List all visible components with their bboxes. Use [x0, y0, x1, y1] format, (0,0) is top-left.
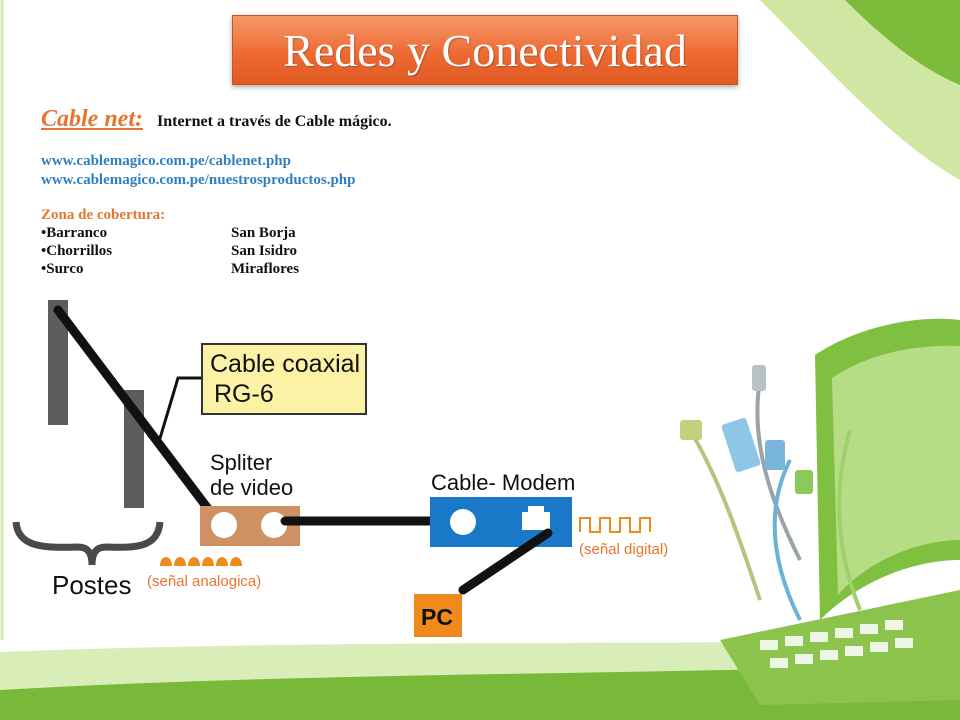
- splitter-label-line2: de video: [210, 475, 293, 500]
- usb-plug-icon: [752, 365, 766, 391]
- digital-signal-icon: [579, 517, 651, 533]
- coverage-item: •Surco: [41, 261, 84, 277]
- coverage-item: San Isidro: [231, 243, 298, 259]
- coax-cable: [53, 305, 217, 519]
- modem-coax-port: [450, 509, 476, 535]
- heading-line: Cable net: Internet a través de Cable má…: [41, 106, 681, 133]
- digital-label: (señal digital): [579, 541, 668, 558]
- bottom-band-dark: [0, 662, 960, 720]
- coax-callout-line: [156, 376, 202, 446]
- analog-label: (señal analogica): [147, 573, 261, 590]
- splitter-label-line1: Spliter: [210, 450, 272, 475]
- coverage-item: •Barranco: [41, 225, 108, 241]
- coax-label-line2: RG-6: [214, 380, 274, 408]
- modem-label: Cable- Modem: [431, 470, 575, 495]
- splitter-port-left: [211, 512, 237, 538]
- section-subtitle: Internet a través de Cable mágico.: [157, 113, 392, 130]
- section-heading: Cable net:: [41, 106, 143, 132]
- coverage-item: San Borja: [231, 225, 296, 241]
- page-title: Redes y Conectividad: [283, 24, 687, 76]
- pc-box: [414, 594, 462, 637]
- coax-label-line1: Cable coaxial: [210, 350, 360, 378]
- plug-icon: [680, 420, 702, 440]
- splitter-port-right: [261, 512, 287, 538]
- info-block: Cable net: Internet a través de Cable má…: [41, 106, 681, 278]
- pole-left: [48, 300, 68, 425]
- coverage-list: •Barranco San Borja •Chorrillos San Isid…: [41, 224, 681, 278]
- poles-label: Postes: [52, 570, 132, 600]
- plug-icon: [795, 470, 813, 494]
- link-cablenet[interactable]: www.cablemagico.com.pe/cablenet.php: [41, 153, 291, 169]
- usb-drive-icon: [721, 417, 761, 473]
- plug-icon: [765, 440, 785, 470]
- title-banner: Redes y Conectividad: [232, 15, 738, 85]
- modem-pc-cable: [458, 528, 553, 595]
- coverage-title: Zona de cobertura:: [41, 207, 166, 223]
- coverage-item: Miraflores: [231, 261, 300, 277]
- analog-signal-icon: [160, 557, 242, 566]
- top-swoosh-dark: [845, 0, 960, 85]
- modem-ethernet-port: [522, 506, 550, 530]
- coax-label-box: [201, 343, 367, 415]
- coverage-item: •Chorrillos: [41, 243, 113, 259]
- poles-brace: [12, 521, 164, 566]
- pc-label: PC: [421, 604, 453, 630]
- link-productos[interactable]: www.cablemagico.com.pe/nuestrosproductos…: [41, 172, 356, 188]
- computer-illustration: [680, 318, 960, 705]
